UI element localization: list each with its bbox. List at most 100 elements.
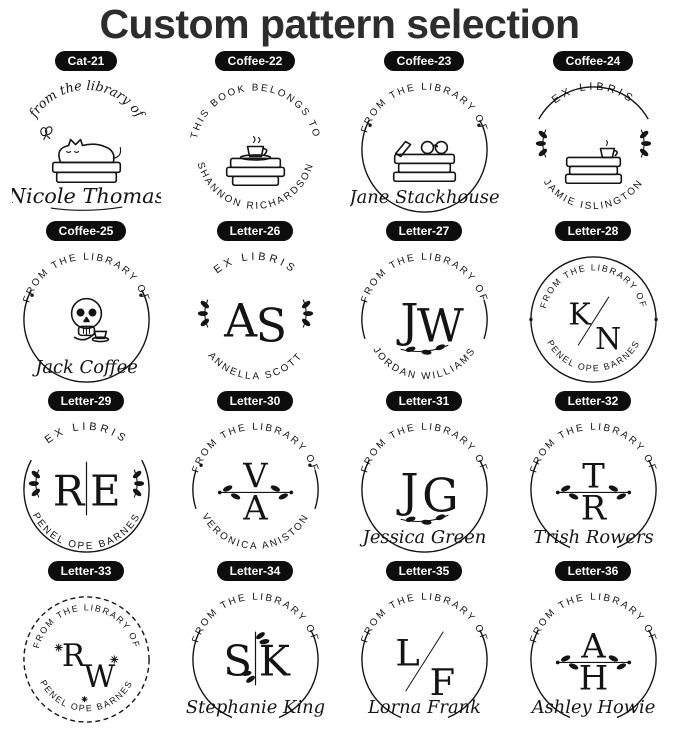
stamp-owner-name: Ashley Howie — [529, 697, 655, 718]
monogram-letter: H — [578, 658, 607, 697]
stamp-bottom-arc-text: PENEL OPE BARNES — [29, 511, 142, 552]
stamp-top-arc-text: THIS BOOK BELONGS TO — [189, 83, 322, 140]
separator-dot — [476, 123, 481, 127]
stamp-top-arc-text: FROM THE LIBRARY OF — [21, 252, 151, 305]
monogram-letter: G — [422, 469, 459, 522]
monogram-letter: J — [396, 464, 418, 517]
pattern-code-badge: Coffee-25 — [45, 221, 127, 241]
stamp-border-arc — [191, 629, 232, 719]
stamp-border-arc — [360, 299, 366, 340]
stamp-border-arc — [191, 469, 197, 510]
stamp-border-arc — [278, 629, 319, 719]
floral-sprig-icon — [28, 469, 40, 498]
stamp-top-arc-text: FROM THE LIBRARY OF — [538, 262, 649, 309]
pattern-code-badge: Coffee-24 — [552, 51, 634, 71]
stamp-owner-name: Jessica Green — [359, 527, 486, 548]
stamp-graphic: THIS BOOK BELONGS TO SHANNON RICHARDSON — [189, 83, 322, 213]
pattern-option-coffee-25[interactable]: Coffee-25 FROM THE LIBRARY OF Jack Coffe… — [2, 221, 171, 391]
books-and-glasses-icon — [392, 140, 456, 183]
separator-dot — [653, 317, 658, 322]
pattern-code-badge: Letter-29 — [47, 391, 125, 411]
stamp-border-arc — [313, 469, 319, 510]
stamp-owner-name: Stephanie King — [185, 697, 324, 718]
pattern-option-coffee-23[interactable]: Coffee-23 FROM THE LIBRARY OF Jane Stack… — [340, 51, 509, 221]
underline-flourish-icon — [50, 206, 122, 211]
floral-sprig-icon — [132, 469, 144, 498]
monogram-letter: R — [580, 488, 607, 527]
stamp-preview: from the library of Nicole Thomas — [6, 72, 165, 221]
pattern-code-badge: Letter-33 — [47, 561, 125, 581]
monogram-letter: A — [580, 626, 606, 665]
stamp-top-arc-text: FROM THE LIBRARY OF — [31, 602, 142, 649]
stamp-top-arc-text: FROM THE LIBRARY OF — [359, 252, 489, 305]
branch-icon — [555, 485, 631, 500]
separator-dot — [29, 293, 34, 297]
stamp-border-arc — [22, 289, 150, 383]
stamp-owner-name: Nicole Thomas — [12, 184, 161, 208]
pattern-option-coffee-22[interactable]: Coffee-22 THIS BOOK BELONGS TO SHANNON RI… — [171, 51, 340, 221]
pattern-code-badge: Letter-35 — [385, 561, 463, 581]
stamp-border-arc — [22, 459, 150, 553]
branch-icon — [217, 485, 293, 500]
pattern-code-badge: Letter-32 — [554, 391, 632, 411]
pattern-code-badge: Letter-30 — [216, 391, 294, 411]
stamp-owner-name: Trish Rowers — [533, 527, 653, 548]
monogram-letter: F — [429, 661, 455, 704]
pattern-option-cat-21[interactable]: Cat-21 from the library of Nicole Thomas — [2, 51, 171, 221]
stamp-preview: THIS BOOK BELONGS TO SHANNON RICHARDSON — [181, 72, 330, 221]
floral-sprig-icon — [639, 129, 651, 158]
pattern-code-badge: Letter-27 — [385, 221, 463, 241]
pattern-code-badge: Letter-28 — [554, 221, 632, 241]
monogram-letter: J — [396, 294, 418, 347]
stamp-border-arc — [360, 119, 488, 213]
monogram-letter: T — [582, 456, 605, 495]
stamp-top-arc-text: from the library of — [26, 79, 148, 122]
separator-dot — [198, 463, 203, 467]
stamp-bottom-arc-text: SHANNON RICHARDSON — [194, 161, 316, 212]
bar-floral-icon — [241, 632, 269, 683]
stamp-graphic: from the library of Nicole Thomas — [6, 79, 165, 211]
stamp-owner-name: Jack Coffee — [32, 357, 138, 378]
stamp-border-arc — [616, 629, 657, 719]
stamp-preview: FROM THE LIBRARY OF Jane Stackhouse — [346, 72, 499, 221]
sparkle-icon — [54, 643, 63, 652]
sparkle-icon — [81, 696, 87, 703]
page-title: Custom pattern selection — [99, 1, 580, 47]
pattern-code-badge: Coffee-22 — [214, 51, 296, 71]
pattern-code-badge: Letter-31 — [385, 391, 463, 411]
skull-and-coffee-icon — [70, 297, 109, 343]
stamp-owner-name: Lorna Frank — [367, 697, 481, 718]
cat-on-books-icon — [39, 126, 121, 184]
stamp-bottom-arc-text: JAMIE ISLINGTON — [541, 177, 646, 212]
